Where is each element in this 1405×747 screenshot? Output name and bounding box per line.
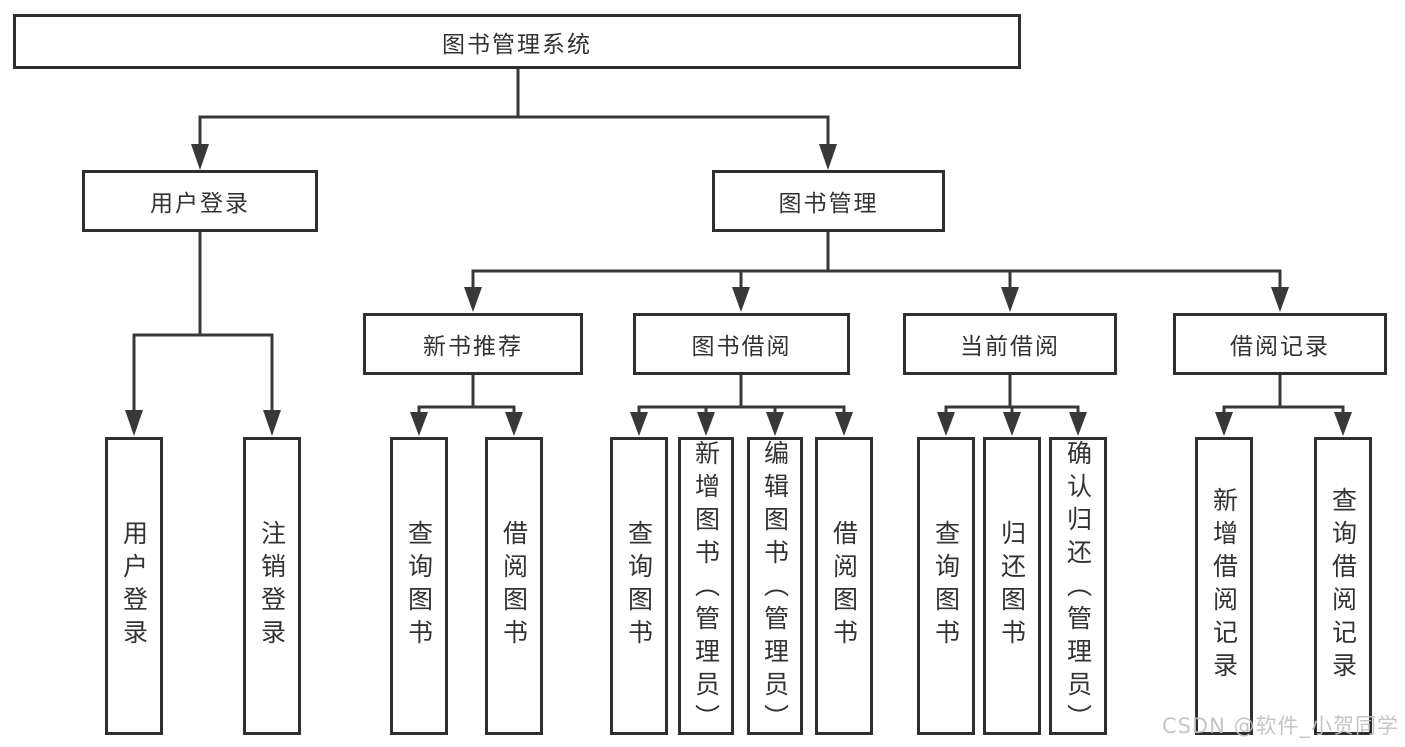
leaf-add-books-admin: 新增图书（管理员） (678, 437, 734, 737)
leaf-user-login: 用户登录 (105, 437, 163, 735)
node-system-root: 图书管理系统 (13, 14, 1021, 69)
node-label: 图书借阅 (691, 334, 792, 360)
node-borrow-records: 借阅记录 (1173, 313, 1387, 375)
node-label: 注销登录 (257, 520, 287, 652)
node-label: 查询图书 (624, 520, 654, 652)
leaf-query-books-1: 查询图书 (390, 437, 448, 735)
node-label: 查询图书 (931, 520, 961, 652)
leaf-query-books-2: 查询图书 (610, 437, 668, 735)
leaf-borrow-books-2: 借阅图书 (815, 437, 873, 735)
csdn-watermark: CSDN @软件_小贺同学 (1161, 714, 1399, 738)
node-label: 新书推荐 (423, 334, 523, 360)
node-label: 借阅图书 (829, 520, 859, 652)
node-label: 查询借阅记录 (1328, 487, 1358, 685)
node-label: 归还图书 (997, 520, 1027, 652)
node-label: 图书管理系统 (442, 31, 592, 58)
node-label: 新增借阅记录 (1209, 487, 1239, 685)
leaf-add-borrow-record: 新增借阅记录 (1195, 437, 1253, 735)
node-label: 确认归还（管理员） (1063, 440, 1093, 737)
node-label: 图书管理 (778, 191, 879, 217)
leaf-edit-books-admin: 编辑图书（管理员） (747, 437, 803, 737)
node-label: 用户登录 (150, 191, 250, 217)
node-label: 编辑图书（管理员） (760, 440, 790, 737)
leaf-confirm-return-admin: 确认归还（管理员） (1049, 437, 1107, 737)
connector-arrows (125, 144, 1352, 436)
node-book-borrow: 图书借阅 (633, 313, 850, 375)
node-book-management: 图书管理 (712, 170, 945, 232)
node-label: 当前借阅 (960, 334, 1060, 360)
leaf-query-borrow-record: 查询借阅记录 (1314, 437, 1372, 735)
node-new-book-recommend: 新书推荐 (363, 313, 583, 375)
node-label: 用户登录 (119, 520, 149, 652)
leaf-borrow-books-1: 借阅图书 (485, 437, 543, 735)
node-label: 查询图书 (404, 520, 434, 652)
leaf-logout: 注销登录 (243, 437, 301, 735)
node-label: 借阅图书 (499, 520, 529, 652)
node-label: 借阅记录 (1230, 334, 1330, 360)
leaf-query-books-3: 查询图书 (917, 437, 975, 735)
node-label: 新增图书（管理员） (691, 440, 721, 737)
leaf-return-books: 归还图书 (983, 437, 1041, 735)
node-current-borrow: 当前借阅 (903, 313, 1117, 375)
node-user-login: 用户登录 (82, 170, 318, 232)
